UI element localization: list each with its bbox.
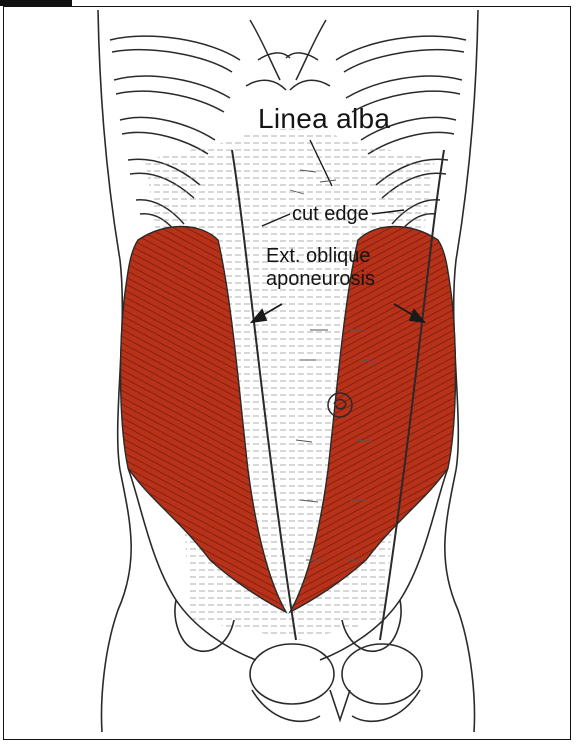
linea-alba-label: Linea alba bbox=[258, 103, 390, 135]
ext-oblique-label-line1: Ext. oblique bbox=[266, 245, 371, 268]
ext-oblique-label-line2: aponeurosis bbox=[266, 268, 375, 291]
cut-edge-label: cut edge bbox=[292, 203, 369, 226]
